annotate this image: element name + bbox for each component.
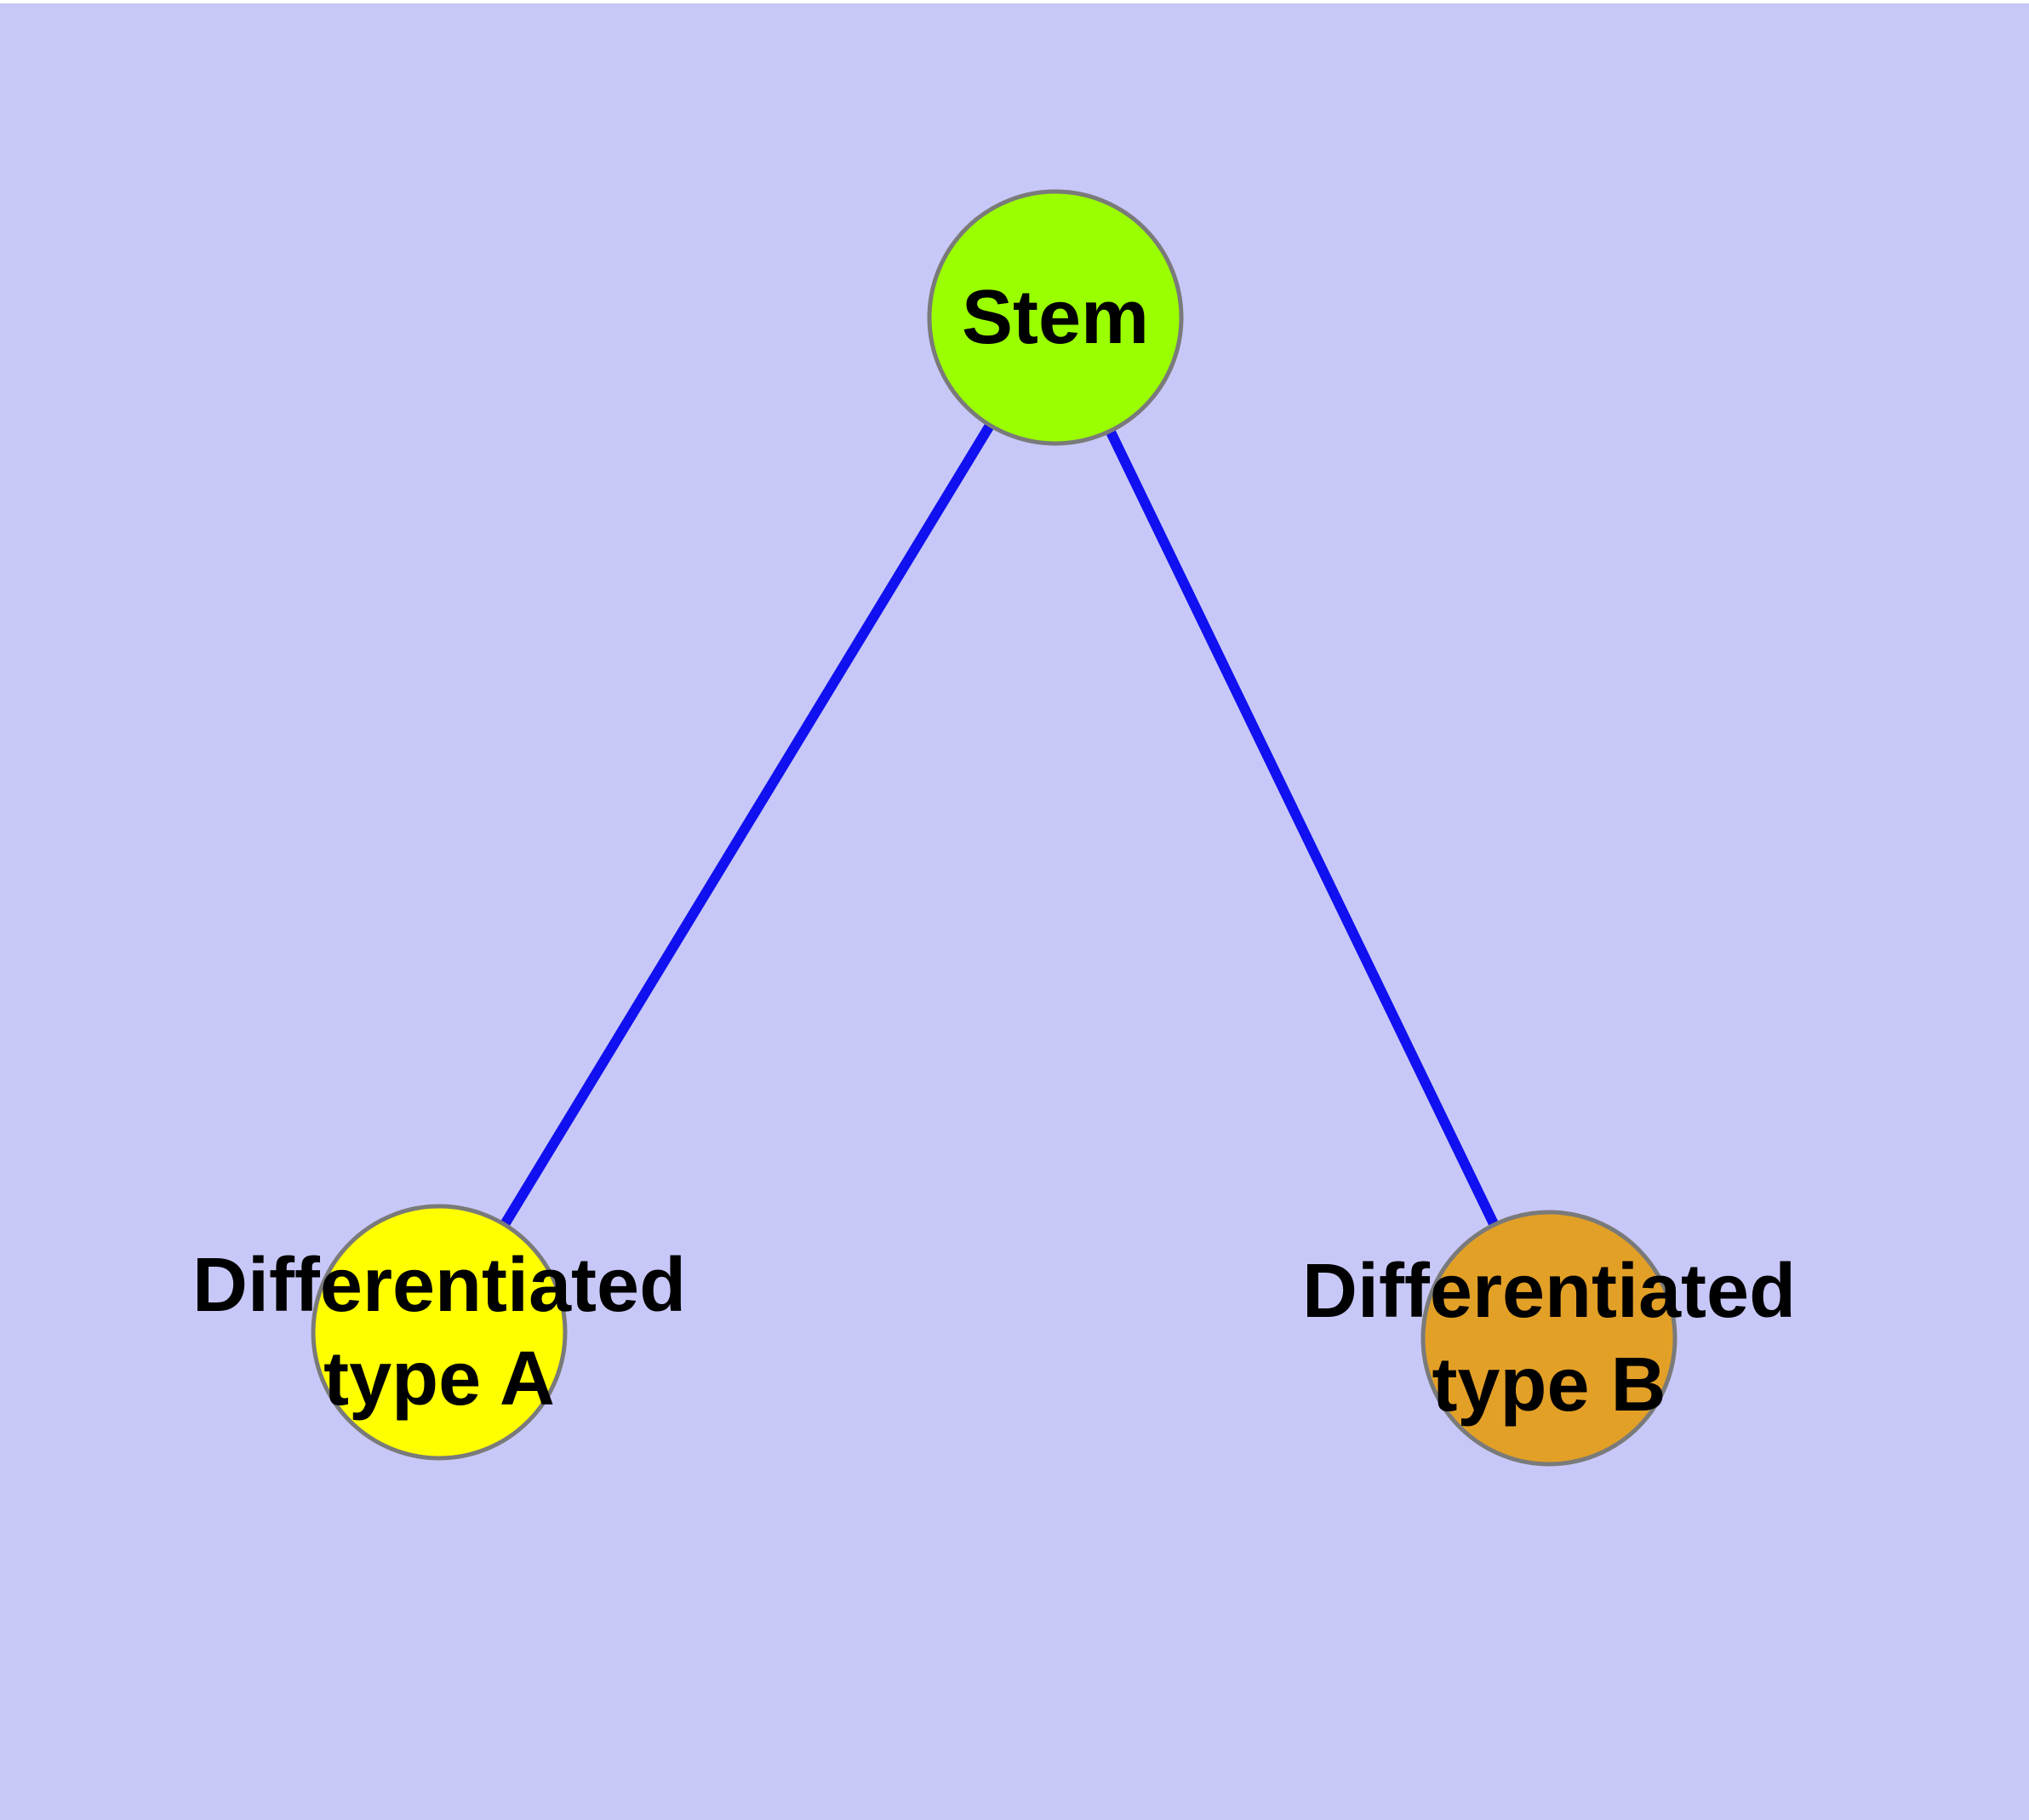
edge-stem-to-type-b bbox=[1050, 315, 1554, 1341]
node-stem-circle bbox=[927, 189, 1184, 446]
node-differentiated-type-a-circle bbox=[311, 1204, 568, 1461]
edge-stem-to-type-a bbox=[434, 314, 1060, 1336]
node-differentiated-type-b-circle bbox=[1420, 1210, 1677, 1467]
